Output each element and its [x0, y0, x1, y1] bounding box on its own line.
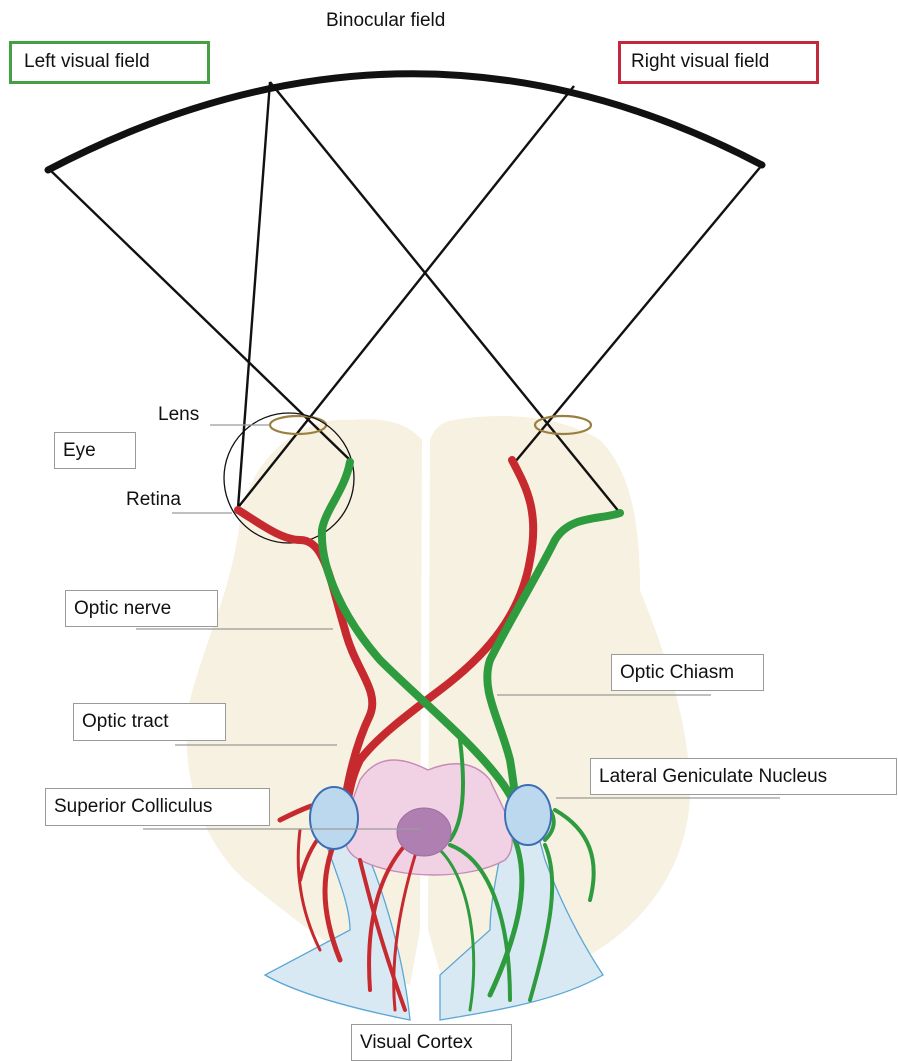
optic-tract-label: Optic tract: [73, 703, 226, 741]
lateral-geniculate-nucleus-label: Lateral Geniculate Nucleus: [590, 758, 897, 795]
binocular-field-title: Binocular field: [326, 11, 445, 30]
superior-colliculus-nucleus: [310, 787, 358, 849]
optic-chiasm-label: Optic Chiasm: [611, 654, 764, 691]
binocular-arc: [48, 74, 762, 170]
lateral-geniculate-nucleus: [505, 785, 551, 845]
lens-label: Lens: [158, 405, 199, 424]
visual-cortex-label: Visual Cortex: [351, 1024, 512, 1061]
brain-outline: [187, 416, 690, 990]
eye-label: Eye: [54, 432, 136, 469]
retina-label: Retina: [126, 490, 181, 509]
right-visual-field-label: Right visual field: [618, 41, 819, 84]
left-visual-field-label: Left visual field: [9, 41, 210, 84]
superior-colliculus-label: Superior Colliculus: [45, 788, 270, 826]
optic-nerve-label: Optic nerve: [65, 590, 218, 627]
colliculus-center: [397, 808, 451, 856]
